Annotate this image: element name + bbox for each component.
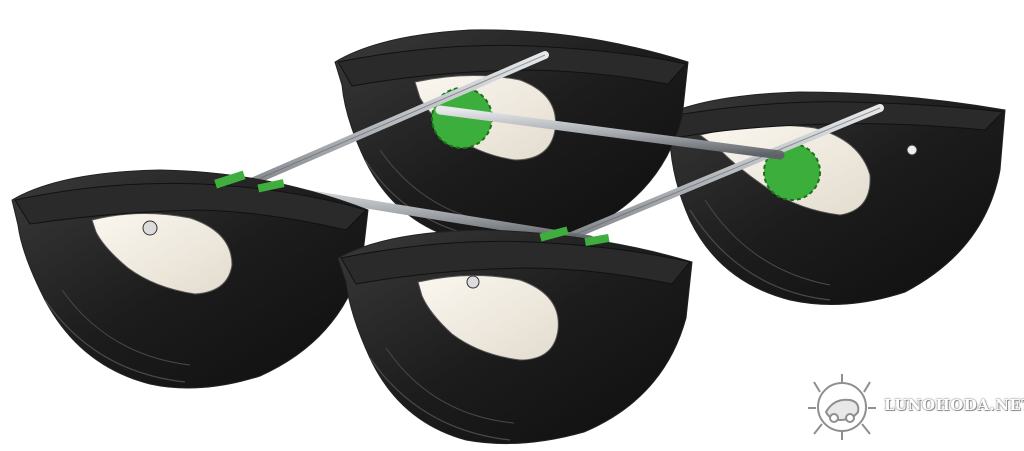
site-watermark: LUNOHODA.NET — [806, 372, 1024, 442]
wheel-front-right — [337, 226, 693, 445]
rover-emblem-icon — [808, 374, 876, 440]
wheel-front-left — [11, 169, 369, 389]
wheel-back-right — [654, 91, 1006, 305]
watermark-text: LUNOHODA.NET — [884, 396, 1024, 414]
